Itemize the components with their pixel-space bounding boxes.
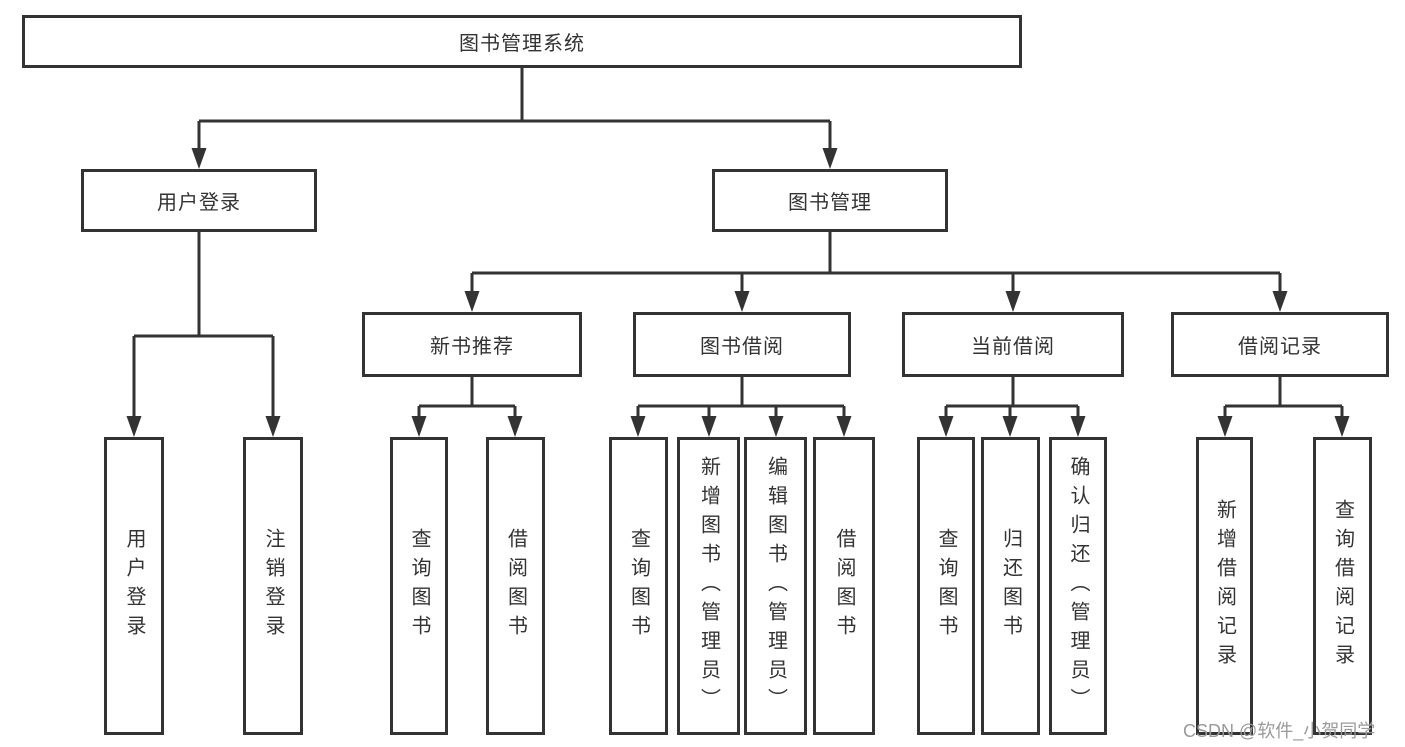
arrowhead bbox=[836, 416, 852, 437]
edge-bookmgmt-to-level3 bbox=[470, 232, 1282, 294]
arrowhead bbox=[1005, 291, 1021, 312]
node-borrow-records-label: 借阅记录 bbox=[1238, 336, 1322, 358]
arrowhead bbox=[768, 416, 784, 437]
node-borrow-records: 借阅记录 bbox=[1171, 312, 1389, 377]
leaf-current-return-book-label: 归还图书 bbox=[999, 528, 1022, 644]
leaf-borrow-borrow-book: 借阅图书 bbox=[813, 437, 875, 735]
leaf-current-confirm-return-admin: 确认归还（管理员） bbox=[1049, 437, 1107, 735]
leaf-records-query-record: 查询借阅记录 bbox=[1313, 437, 1372, 735]
node-new-book-recommend-label: 新书推荐 bbox=[430, 336, 514, 358]
leaf-user-login: 用户登录 bbox=[104, 437, 164, 735]
arrowhead bbox=[1217, 416, 1233, 437]
node-book-borrow-label: 图书借阅 bbox=[700, 336, 784, 358]
edge-root-to-level2 bbox=[197, 68, 832, 151]
leaf-borrow-add-book-admin-label: 新增图书（管理员） bbox=[697, 455, 720, 717]
arrowhead bbox=[1070, 416, 1086, 437]
leaf-borrow-query-book: 查询图书 bbox=[609, 437, 668, 735]
arrowhead bbox=[507, 416, 523, 437]
node-user-login-label: 用户登录 bbox=[157, 192, 241, 214]
arrowhead bbox=[1002, 416, 1018, 437]
arrowhead bbox=[464, 291, 480, 312]
leaf-user-login-label: 用户登录 bbox=[123, 528, 145, 644]
arrowhead bbox=[701, 416, 717, 437]
arrowhead bbox=[734, 291, 750, 312]
leaf-borrow-query-book-label: 查询图书 bbox=[627, 528, 650, 644]
leaf-records-add-record: 新增借阅记录 bbox=[1196, 437, 1253, 735]
node-book-management-label: 图书管理 bbox=[788, 192, 872, 214]
leaf-borrow-add-book-admin: 新增图书（管理员） bbox=[677, 437, 740, 735]
arrowhead bbox=[126, 416, 142, 437]
arrowhead bbox=[265, 416, 281, 437]
edge-userlogin-to-leaves bbox=[132, 232, 275, 419]
leaf-newbook-query-book: 查询图书 bbox=[390, 437, 448, 735]
node-user-login: 用户登录 bbox=[81, 169, 317, 232]
node-book-borrow: 图书借阅 bbox=[633, 312, 851, 377]
edge-newbook-to-leaves bbox=[417, 377, 517, 419]
arrowhead bbox=[1272, 291, 1288, 312]
edge-records-to-leaves bbox=[1223, 377, 1344, 419]
leaf-current-confirm-return-admin-label: 确认归还（管理员） bbox=[1067, 455, 1089, 717]
leaf-logout-label: 注销登录 bbox=[262, 528, 284, 644]
node-current-borrow: 当前借阅 bbox=[902, 312, 1124, 377]
leaf-borrow-edit-book-admin: 编辑图书（管理员） bbox=[744, 437, 807, 735]
node-root-label: 图书管理系统 bbox=[459, 33, 585, 55]
leaf-records-add-record-label: 新增借阅记录 bbox=[1213, 499, 1236, 673]
leaf-newbook-borrow-book-label: 借阅图书 bbox=[504, 528, 527, 644]
leaf-newbook-query-book-label: 查询图书 bbox=[408, 528, 430, 644]
leaf-current-query-book-label: 查询图书 bbox=[935, 528, 957, 644]
node-current-borrow-label: 当前借阅 bbox=[971, 336, 1055, 358]
leaf-newbook-borrow-book: 借阅图书 bbox=[486, 437, 545, 735]
leaf-current-return-book: 归还图书 bbox=[981, 437, 1040, 735]
leaf-records-query-record-label: 查询借阅记录 bbox=[1331, 499, 1354, 673]
node-root: 图书管理系统 bbox=[22, 15, 1022, 68]
arrowhead bbox=[630, 416, 646, 437]
arrowhead bbox=[1334, 416, 1350, 437]
csdn-watermark: CSDN @软件_小贺同学 bbox=[1183, 721, 1376, 741]
leaf-logout: 注销登录 bbox=[243, 437, 303, 735]
arrowhead bbox=[191, 148, 207, 169]
arrowhead bbox=[938, 416, 954, 437]
leaf-borrow-edit-book-admin-label: 编辑图书（管理员） bbox=[764, 455, 787, 717]
arrowhead bbox=[822, 148, 838, 169]
node-new-book-recommend: 新书推荐 bbox=[362, 312, 582, 377]
leaf-borrow-borrow-book-label: 借阅图书 bbox=[833, 528, 855, 644]
edge-current-to-leaves bbox=[944, 377, 1080, 419]
arrowhead bbox=[411, 416, 427, 437]
leaf-current-query-book: 查询图书 bbox=[917, 437, 975, 735]
node-book-management: 图书管理 bbox=[712, 169, 948, 232]
edge-borrow-to-leaves bbox=[636, 377, 846, 419]
